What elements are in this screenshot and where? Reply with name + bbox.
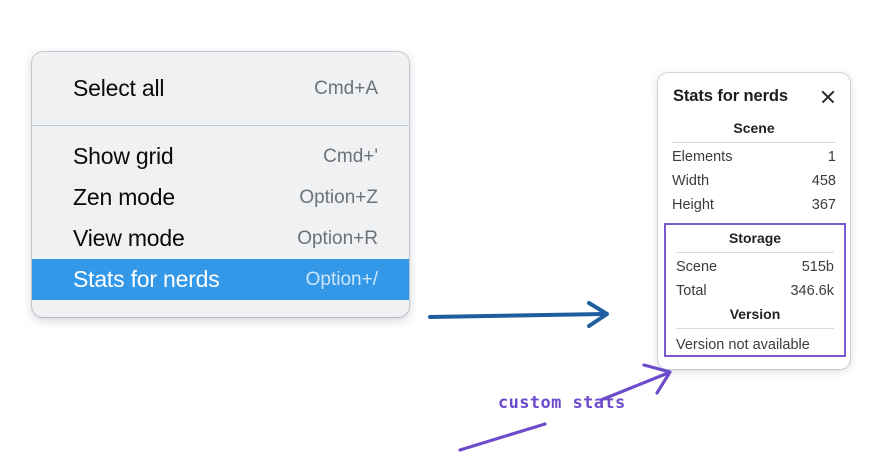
- close-icon[interactable]: [819, 88, 837, 106]
- menu-item-label: View mode: [73, 225, 185, 251]
- menu-item-view-mode[interactable]: View mode Option+R: [32, 218, 409, 259]
- version-section-heading: Version: [729, 306, 781, 322]
- scene-section-heading: Scene: [733, 120, 775, 136]
- purple-underline-annotation: [458, 422, 547, 452]
- section-divider: [676, 252, 834, 253]
- stat-value: 458: [811, 173, 836, 189]
- stat-row-storage-scene: Scene 515b: [666, 255, 844, 279]
- menu-item-zen-mode[interactable]: Zen mode Option+Z: [32, 177, 409, 218]
- menu-item-shortcut: Option+Z: [299, 186, 378, 208]
- menu-group-2: Show grid Cmd+' Zen mode Option+Z View m…: [32, 126, 409, 317]
- menu-item-stats-for-nerds[interactable]: Stats for nerds Option+/: [32, 259, 409, 300]
- blue-arrow-annotation: [428, 301, 609, 328]
- version-note: Version not available: [676, 337, 810, 353]
- stat-value: 367: [811, 197, 836, 213]
- menu-separator: [32, 125, 409, 126]
- storage-section-heading: Storage: [728, 230, 782, 246]
- context-menu[interactable]: Select all Cmd+A Show grid Cmd+' Zen mod…: [32, 52, 409, 317]
- stat-key: Height: [672, 197, 714, 213]
- menu-item-shortcut: Cmd+A: [314, 77, 378, 99]
- section-divider: [672, 142, 836, 143]
- menu-group-1: Select all Cmd+A: [32, 52, 409, 125]
- handwritten-label-custom-stats: custom stats: [498, 393, 626, 413]
- menu-item-show-grid[interactable]: Show grid Cmd+': [32, 136, 409, 177]
- menu-item-label: Select all: [73, 75, 165, 101]
- section-divider: [676, 328, 834, 329]
- stat-value: 346.6k: [790, 283, 834, 299]
- stat-row-width: Width 458: [658, 169, 850, 193]
- menu-item-label: Show grid: [73, 143, 174, 169]
- menu-item-shortcut: Option+/: [305, 268, 378, 290]
- stat-row-storage-total: Total 346.6k: [666, 279, 844, 303]
- stat-key: Width: [672, 173, 710, 189]
- custom-stats-highlight-box: Storage Scene 515b Total 346.6k Version …: [664, 223, 846, 357]
- stat-key: Total: [676, 283, 707, 299]
- stat-row-elements: Elements 1: [658, 145, 850, 169]
- stat-value: 1: [827, 149, 836, 165]
- menu-item-shortcut: Cmd+': [323, 145, 378, 167]
- stats-panel-title: Stats for nerds: [673, 87, 788, 105]
- stat-key: Elements: [672, 149, 733, 165]
- stat-row-height: Height 367: [658, 193, 850, 217]
- menu-item-label: Zen mode: [73, 184, 175, 210]
- stats-panel-header: Stats for nerds: [658, 87, 850, 106]
- stat-key: Scene: [676, 259, 718, 275]
- menu-item-label: Stats for nerds: [73, 266, 220, 292]
- menu-item-shortcut: Option+R: [297, 227, 378, 249]
- stat-value: 515b: [801, 259, 834, 275]
- stats-for-nerds-panel: Stats for nerds Scene Elements 1 Width 4…: [658, 73, 850, 369]
- menu-item-select-all[interactable]: Select all Cmd+A: [32, 68, 409, 109]
